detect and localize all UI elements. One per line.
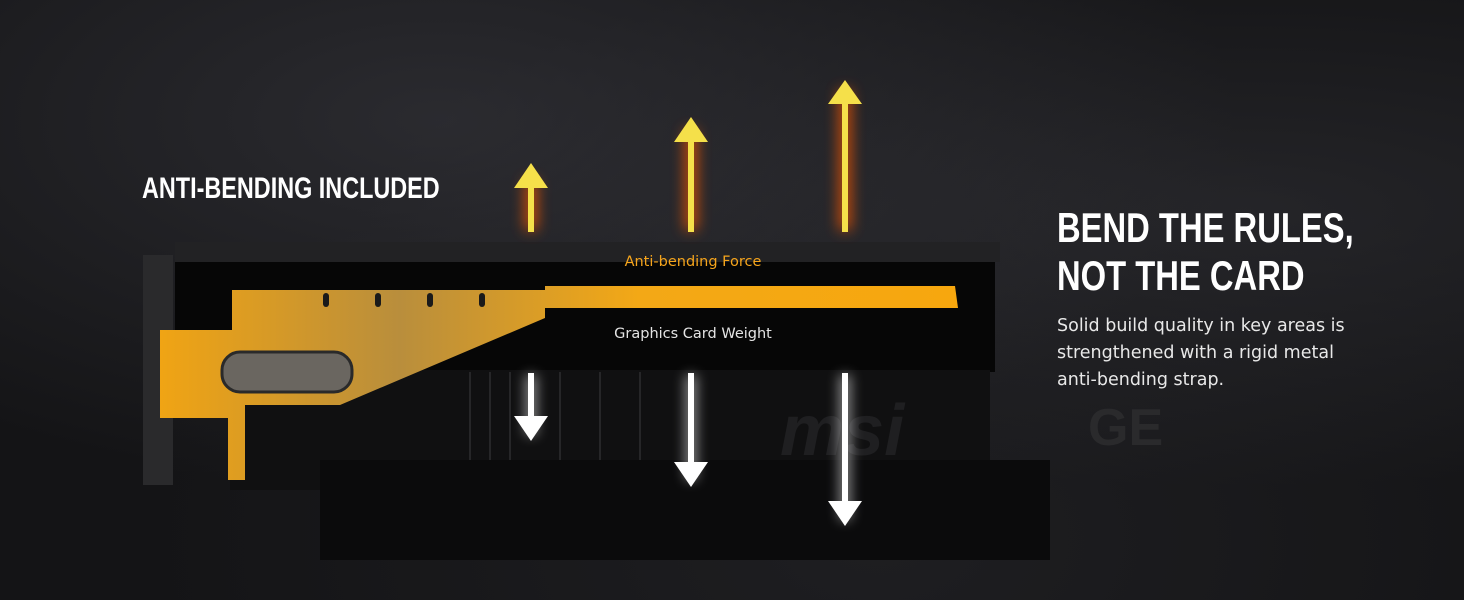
down-arrow-icon — [514, 373, 548, 441]
down-arrow-icon — [828, 373, 862, 526]
anti-bending-bracket — [160, 286, 958, 480]
card-weight-arrows — [514, 373, 862, 526]
anti-bending-force-label: Anti-bending Force — [624, 254, 762, 270]
down-arrow-icon — [674, 373, 708, 487]
headline-line-2: NOT THE CARD — [1057, 252, 1305, 299]
graphics-card-weight-label: Graphics Card Weight — [614, 326, 772, 342]
up-arrow-icon — [514, 163, 548, 232]
up-arrow-icon — [674, 117, 708, 232]
ge-logo-watermark: GE — [1088, 399, 1163, 457]
headline-line-1: BEND THE RULES, — [1057, 204, 1354, 251]
anti-bending-force-arrows — [514, 80, 862, 232]
up-arrow-icon — [828, 80, 862, 232]
description-text: Solid build quality in key areas is stre… — [1057, 316, 1345, 390]
section-title: ANTI-BENDING INCLUDED — [142, 172, 440, 205]
